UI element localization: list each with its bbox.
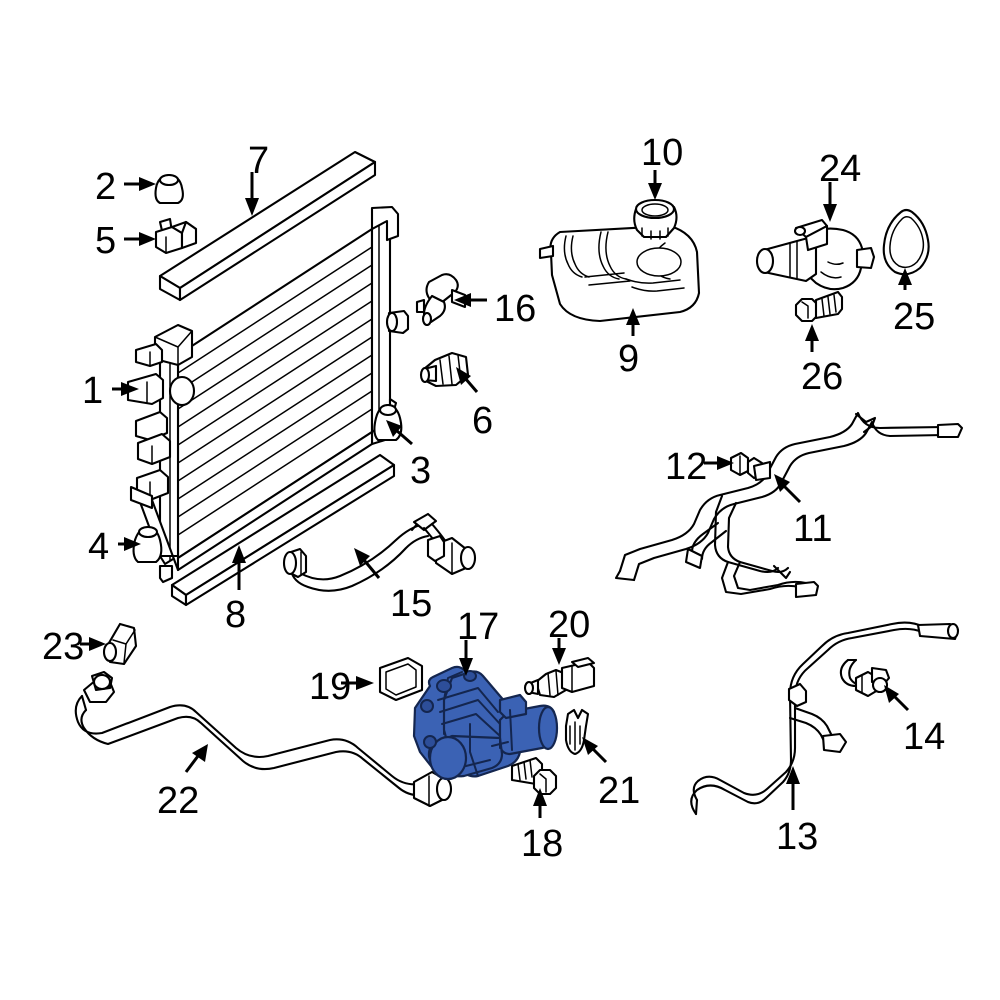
callout-label-20: 20 [548,604,591,646]
part-coolant-expansion-tank [538,224,701,323]
part-hose-connector [729,451,772,482]
callout-label-17: 17 [457,606,500,648]
part-retainer-clip [564,708,590,756]
callout-label-4: 4 [88,526,110,568]
part-radiator-upper-air-deflector [158,150,377,302]
callout-label-5: 5 [95,220,117,262]
part-radiator [126,205,410,584]
part-hose-quick-connector [102,622,138,666]
callout-label-8: 8 [225,594,247,636]
callout-label-11: 11 [793,508,833,550]
part-upper-radiator-hose [74,670,453,808]
callout-label-14: 14 [903,716,946,758]
part-coolant-temperature-switch [523,656,596,699]
part-thermostat-housing-gasket [882,208,930,276]
callout-label-25: 25 [893,296,936,338]
callout-label-18: 18 [521,823,564,865]
part-heater-coolant-hose [690,621,960,816]
callout-label-12: 12 [665,446,708,488]
part-hose-clamp [839,658,891,698]
part-lower-radiator-hose [282,512,477,592]
callout-label-24: 24 [819,148,862,190]
callout-label-13: 13 [776,816,819,858]
part-water-pump-housing [412,665,559,781]
callout-label-23: 23 [42,626,85,668]
callout-label-3: 3 [410,450,432,492]
callout-label-21: 21 [598,770,641,812]
part-radiator-mount-bracket [154,217,198,255]
callout-label-7: 7 [248,140,270,182]
callout-label-10: 10 [641,132,684,174]
part-radiator-lower-mount-insulator [132,525,163,564]
callout-label-9: 9 [618,338,640,380]
part-expansion-tank-cap [633,198,678,240]
part-water-pump-bolt [510,756,558,796]
callout-label-6: 6 [472,400,494,442]
callout-label-22: 22 [157,780,200,822]
part-radiator-upper-mount-insulator [154,173,184,205]
callout-label-15: 15 [390,583,433,625]
part-coolant-tee-fitting [415,273,467,327]
callout-label-26: 26 [801,356,844,398]
leader-lines [80,170,912,818]
callout-label-16: 16 [494,288,537,330]
callout-label-19: 19 [309,666,352,708]
part-thermostat-housing-bolt [794,290,844,323]
part-coolant-hose-assembly [614,411,964,599]
part-thermostat-housing [755,218,876,291]
part-water-pump-gasket [378,656,424,702]
callout-label-1: 1 [82,370,104,412]
callout-label-2: 2 [95,166,117,208]
